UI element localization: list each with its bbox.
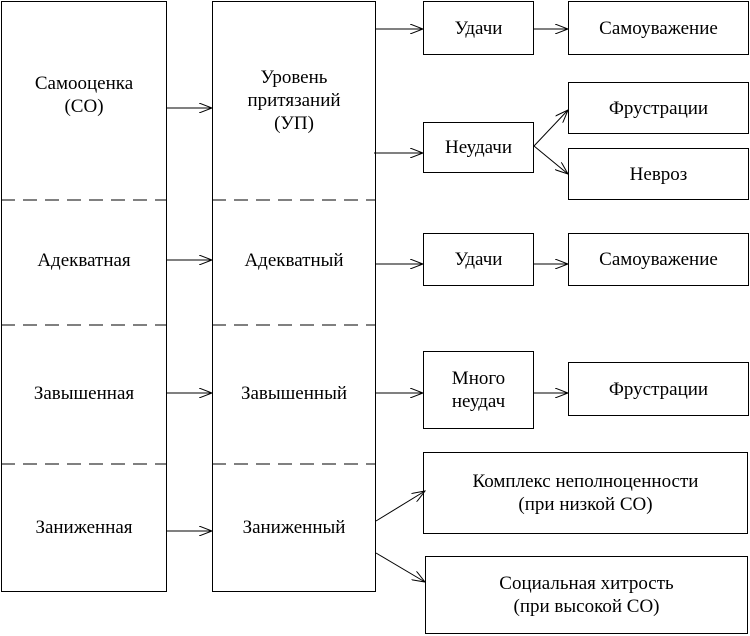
arrow-low-to-inferiority bbox=[375, 491, 425, 522]
self-esteem-low: Заниженная bbox=[35, 516, 133, 538]
self-esteem-column bbox=[1, 1, 167, 592]
arrow-failures-to-frustrations bbox=[533, 110, 568, 147]
many-failures-label: Много неудач bbox=[451, 368, 506, 412]
many-failures-box bbox=[423, 351, 534, 429]
self-esteem-high: Завышенная bbox=[33, 382, 135, 404]
failures-label: Неудачи bbox=[444, 137, 513, 158]
aspiration-adequate: Адекватный bbox=[244, 249, 344, 271]
aspiration-high: Завышенный bbox=[240, 382, 348, 404]
social-cunning-label: Социальная хитрость (при высокой СО) bbox=[499, 573, 674, 617]
frustrations-box-high bbox=[568, 362, 749, 416]
success-label-top: Удачи bbox=[454, 17, 503, 39]
arrow-low-to-social-cunning bbox=[375, 552, 425, 582]
inferiority-complex-box bbox=[423, 452, 748, 534]
aspiration-level-column bbox=[212, 1, 376, 592]
aspiration-level-header: Уровень притязаний (УП) bbox=[247, 66, 341, 134]
arrow-failures-to-neurosis bbox=[533, 145, 568, 174]
success-label-adequate: Удачи bbox=[454, 249, 503, 270]
neurosis-label: Невроз bbox=[629, 163, 688, 185]
self-esteem-adequate: Адекватная bbox=[37, 249, 131, 271]
success-box-adequate bbox=[423, 233, 534, 286]
failures-box bbox=[423, 122, 534, 173]
frustrations-label-top: Фрустрации bbox=[608, 97, 709, 119]
social-cunning-box bbox=[425, 556, 748, 634]
self-respect-label-top: Самоуважение bbox=[599, 17, 718, 39]
frustrations-box-top bbox=[568, 82, 749, 134]
inferiority-complex-label: Комплекс неполноценности (при низкой СО) bbox=[472, 471, 699, 515]
aspiration-low: Заниженный bbox=[242, 516, 346, 538]
self-esteem-header: Самооценка (СО) bbox=[34, 73, 134, 117]
frustrations-label-high: Фрустрации bbox=[608, 378, 709, 400]
success-box-top bbox=[423, 1, 534, 55]
self-respect-label-adequate: Самоуважение bbox=[599, 249, 718, 270]
self-respect-box-top bbox=[568, 1, 749, 55]
